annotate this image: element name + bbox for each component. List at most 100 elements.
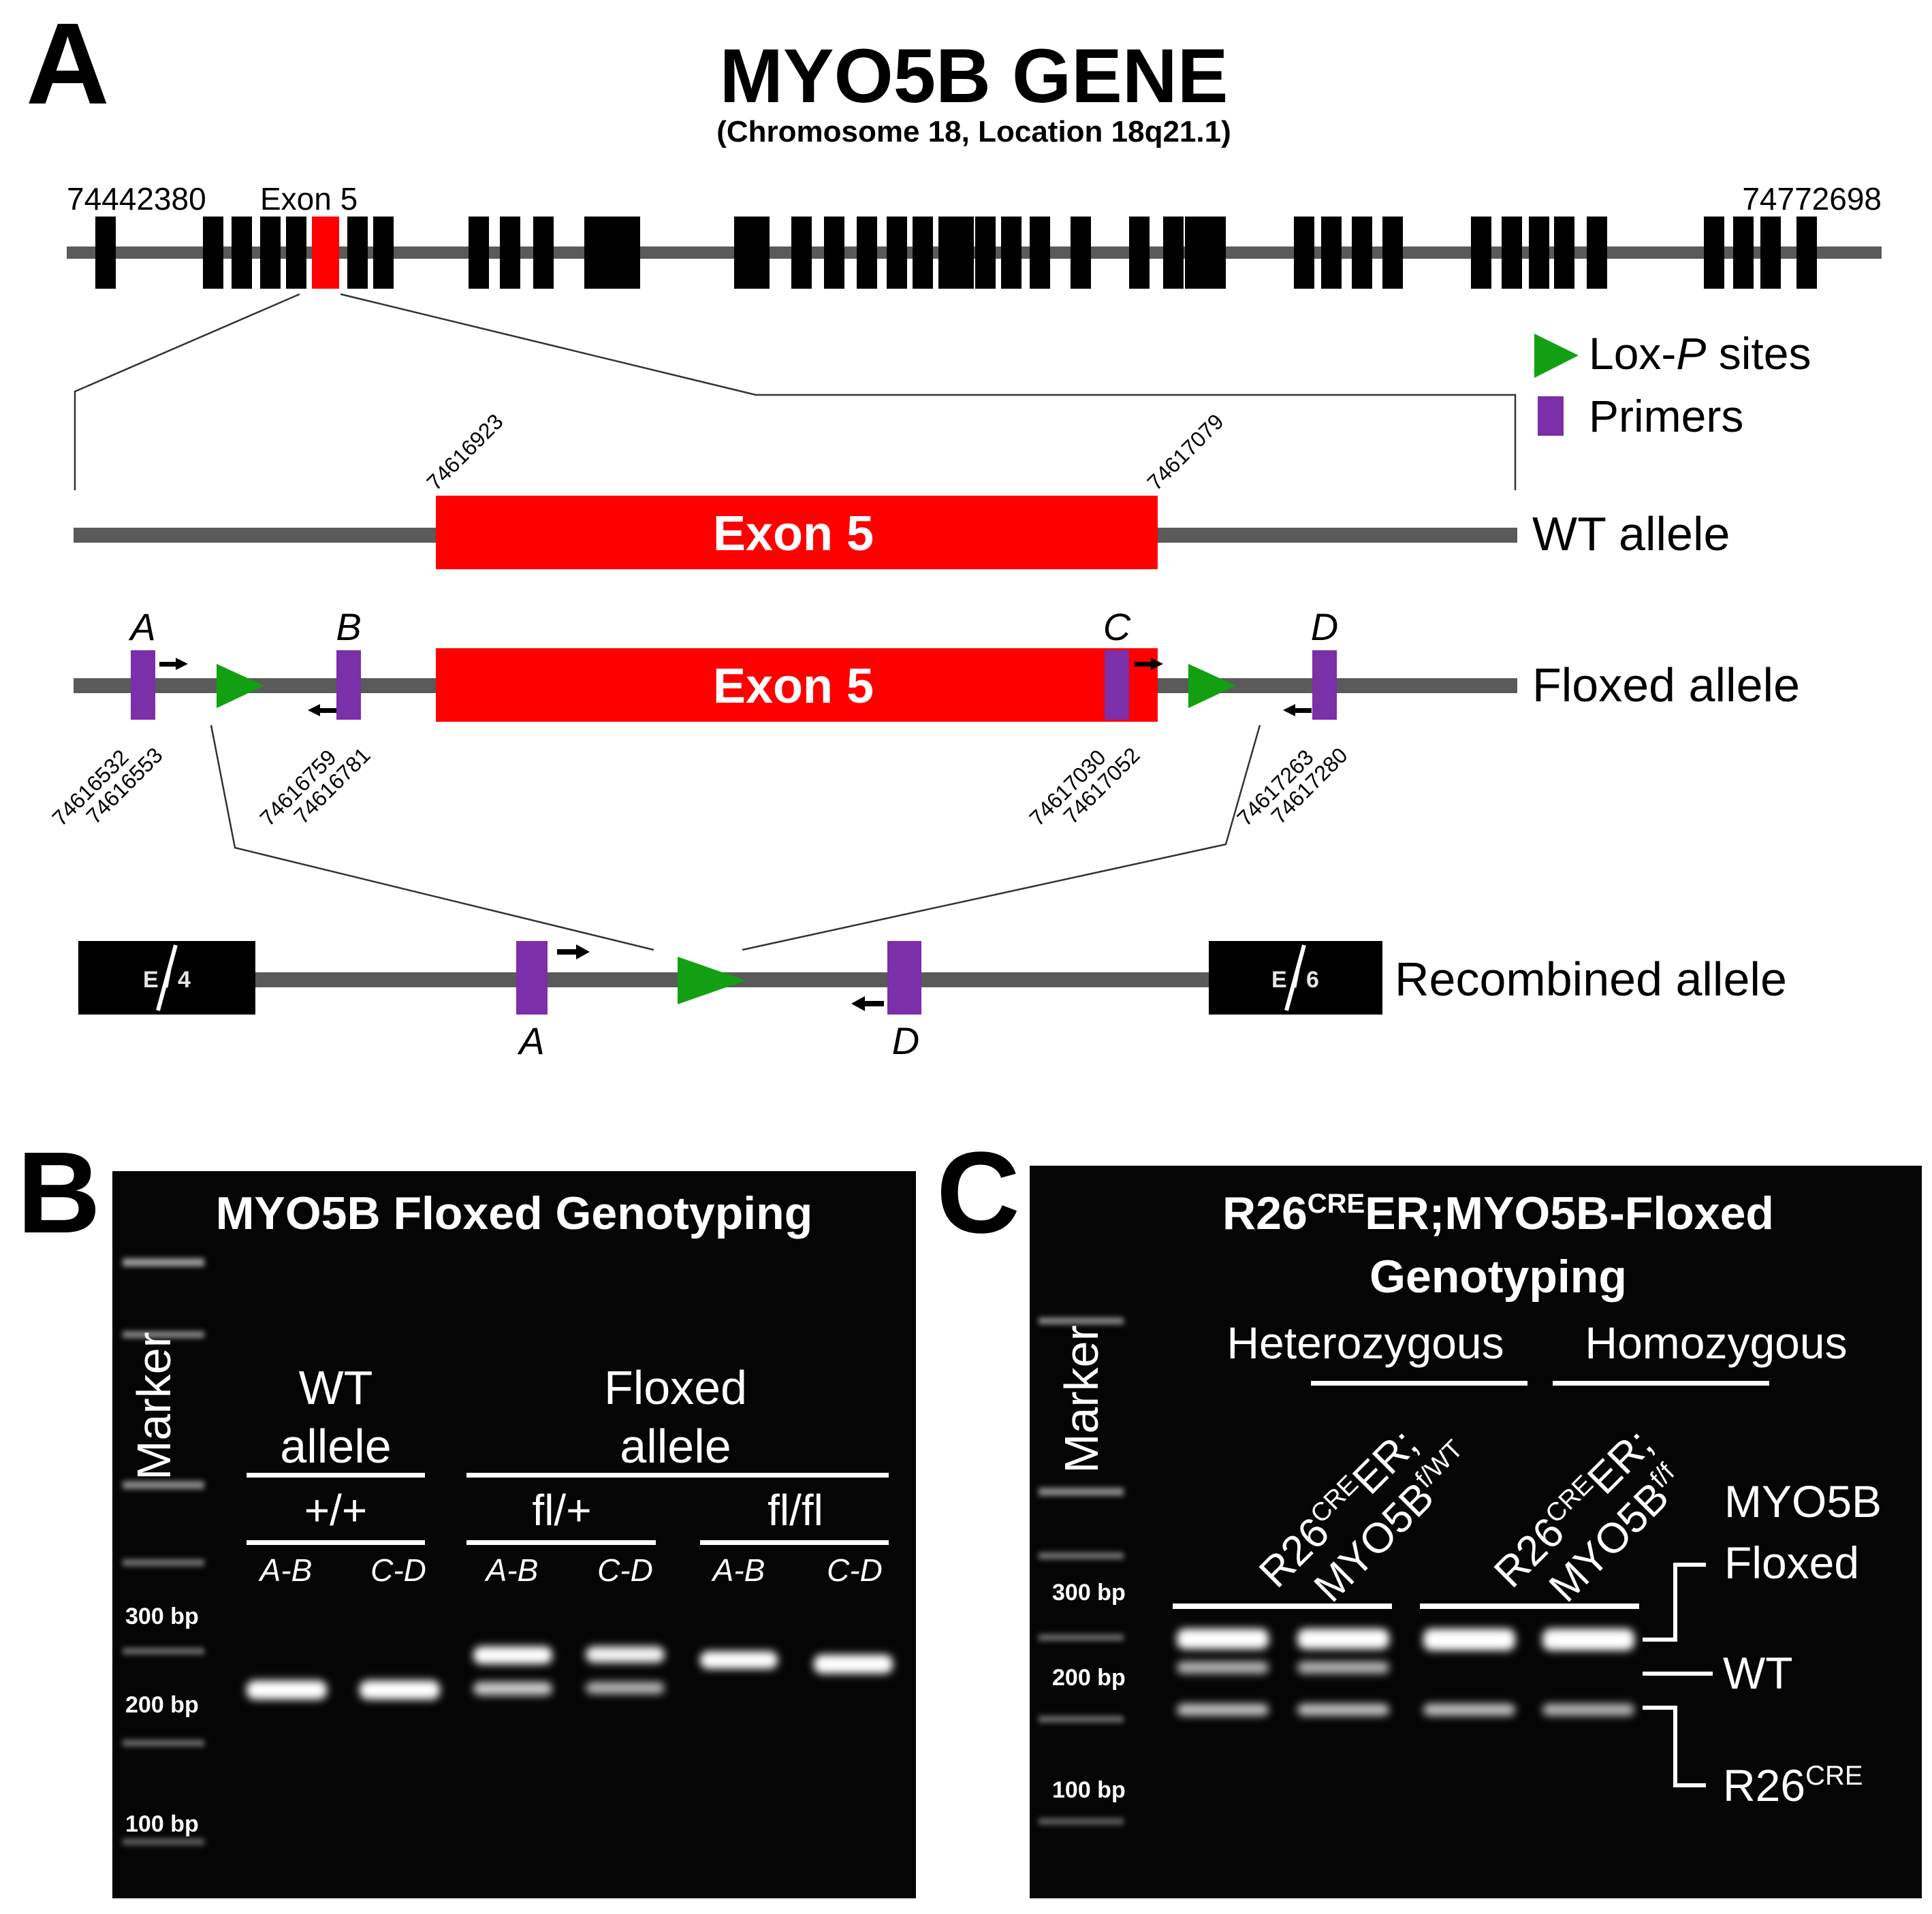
floxed-allele-label: Floxed allele: [1532, 658, 1800, 712]
gene-subtitle: (Chromosome 18, Location 18q21.1): [716, 115, 1231, 148]
gel-b-lane-4: C-D: [597, 1552, 653, 1588]
floxed-band-bracket: [1643, 1563, 1706, 1642]
gel-b: [112, 1171, 916, 1898]
exon-bar: [1352, 217, 1372, 289]
recombination-line-left: [210, 724, 654, 951]
gel-c-heterozygous-underline: [1311, 1381, 1527, 1386]
primer-legend-icon: [1538, 396, 1564, 436]
exon-bar: [347, 217, 368, 289]
gel-b-genotype-wt: +/+: [304, 1486, 368, 1535]
exon-bar: [620, 217, 640, 289]
gel-c-title-line2: Genotyping: [1369, 1251, 1627, 1303]
exon6-box-slash: [1284, 944, 1306, 1011]
panel-c-letter: C: [936, 1128, 1020, 1258]
exon5-map-label: Exon 5: [260, 181, 358, 217]
exon-bar: [584, 217, 605, 289]
gel-c-bands: [1177, 1629, 1634, 1716]
gel-c-het-lanes-underline: [1173, 1604, 1392, 1609]
gel-b-het-genotype-underline: [466, 1540, 656, 1545]
primer-d-label: D: [1311, 605, 1338, 648]
gel-c-band-lane3-floxed: [1423, 1629, 1515, 1650]
gel-b-band-lane1-wt: [247, 1680, 327, 1700]
exon-bar: [1129, 217, 1150, 289]
exon-bar: [95, 217, 116, 289]
gel-c-ladder-200: 200 bp: [1052, 1665, 1126, 1691]
gel-c-wt-band-label: WT: [1723, 1648, 1793, 1698]
gel-c-homozygous-label: Homozygous: [1585, 1318, 1847, 1368]
gel-c-band-lane4-r26cre: [1542, 1704, 1634, 1716]
gel-c-homozygous-underline: [1553, 1381, 1769, 1386]
gel-b-band-lane4-wt: [586, 1682, 665, 1694]
exon5-bar: [312, 217, 339, 289]
zoom-line-left: [74, 293, 300, 490]
exon-bar: [857, 217, 877, 289]
recombined-primer-d: [887, 941, 921, 1015]
gel-c-band-brackets: [1643, 1563, 1713, 1787]
exon-bar: [260, 217, 281, 289]
exon-bar: [887, 217, 907, 289]
panel-b: B MYO5B Floxed Genotyping Marker 300 bp …: [17, 1128, 916, 1898]
gel-b-band-lane3-wt: [473, 1682, 552, 1695]
gel-c-band-lane2-floxed: [1297, 1629, 1389, 1649]
wt-exon5: [436, 496, 1158, 569]
exon-bar: [1205, 217, 1226, 289]
primer-b-label: B: [336, 605, 361, 648]
floxed-exon5-label: Exon 5: [713, 659, 874, 714]
exon-bar: [1001, 217, 1022, 289]
exon-bar: [1529, 217, 1549, 289]
exon-bar: [1554, 217, 1574, 289]
exon-bar: [1321, 217, 1342, 289]
loxp-legend-icon: [1534, 334, 1579, 378]
gene-start-coordinate: 74442380: [67, 181, 206, 217]
loxp-legend-label: Lox-P sites: [1589, 328, 1811, 379]
gene-title: MYO5B GENE: [720, 33, 1229, 118]
exon-bar: [286, 217, 306, 289]
exon-bar: [500, 217, 520, 289]
gel-b-wt-allele-line2: allele: [280, 1420, 391, 1473]
exon-bar: [1733, 217, 1754, 289]
gel-c-heterozygous-label: Heterozygous: [1226, 1318, 1504, 1368]
gel-c-floxed-band-label-line2: Floxed: [1724, 1537, 1859, 1588]
gel-b-lane-5: A-B: [711, 1552, 765, 1588]
gel-c-r26cre-band-label: R26CRE: [1723, 1760, 1863, 1811]
loxp-site-left: [217, 664, 264, 708]
exon-bar: [1471, 217, 1491, 289]
gel-b-marker-label: Marker: [127, 1332, 180, 1480]
exon-bar: [1071, 217, 1091, 289]
floxed-exon5: [436, 648, 1158, 722]
gel-c-band-lane2-r26cre: [1297, 1704, 1389, 1716]
exon-bar: [1185, 217, 1205, 289]
exon4-box-slash: [156, 944, 178, 1011]
gel-c-ladder: [1039, 1318, 1124, 1825]
gel-c-marker-label: Marker: [1055, 1325, 1108, 1473]
gel-b-band-lane2-wt: [360, 1680, 440, 1700]
exon-bar: [533, 217, 554, 289]
gel-b-lane-6: C-D: [827, 1552, 883, 1588]
exon-bar: [1163, 217, 1184, 289]
gel-c-band-lane2-wt: [1297, 1661, 1389, 1674]
gel-c-ladder-300: 300 bp: [1052, 1580, 1126, 1606]
gel-b-floxed-allele-line2: allele: [620, 1420, 731, 1473]
gene-backbone: [67, 246, 1882, 259]
gel-b-ladder-200: 200 bp: [125, 1692, 199, 1718]
exon-bar: [953, 217, 974, 289]
exon-bar: [913, 217, 933, 289]
gel-b-band-lane4-floxed: [586, 1646, 665, 1663]
exon-bar: [1382, 217, 1403, 289]
primer-d: [1312, 650, 1337, 720]
primer-c-label: C: [1103, 605, 1131, 648]
panel-a: A MYO5B GENE (Chromosome 18, Location 18…: [26, 0, 1882, 1062]
gel-c-band-lane4-floxed: [1542, 1629, 1634, 1650]
panel-b-letter: B: [17, 1128, 101, 1258]
wt-exon-start-coordinate: 74616923: [422, 409, 507, 495]
recombined-allele-label: Recombined allele: [1395, 953, 1787, 1006]
primer-legend-label: Primers: [1589, 391, 1743, 441]
gel-c-title-line1: R26CREER;MYO5B-Floxed: [1222, 1187, 1774, 1239]
exon-bar: [1294, 217, 1314, 289]
exon-bar: [749, 217, 770, 289]
primer-b: [336, 650, 361, 720]
panel-a-letter: A: [26, 0, 110, 129]
gel-c-band-lane1-r26cre: [1177, 1704, 1269, 1716]
gel-b-lane-labels: A-B C-D A-B C-D A-B C-D: [258, 1552, 883, 1588]
